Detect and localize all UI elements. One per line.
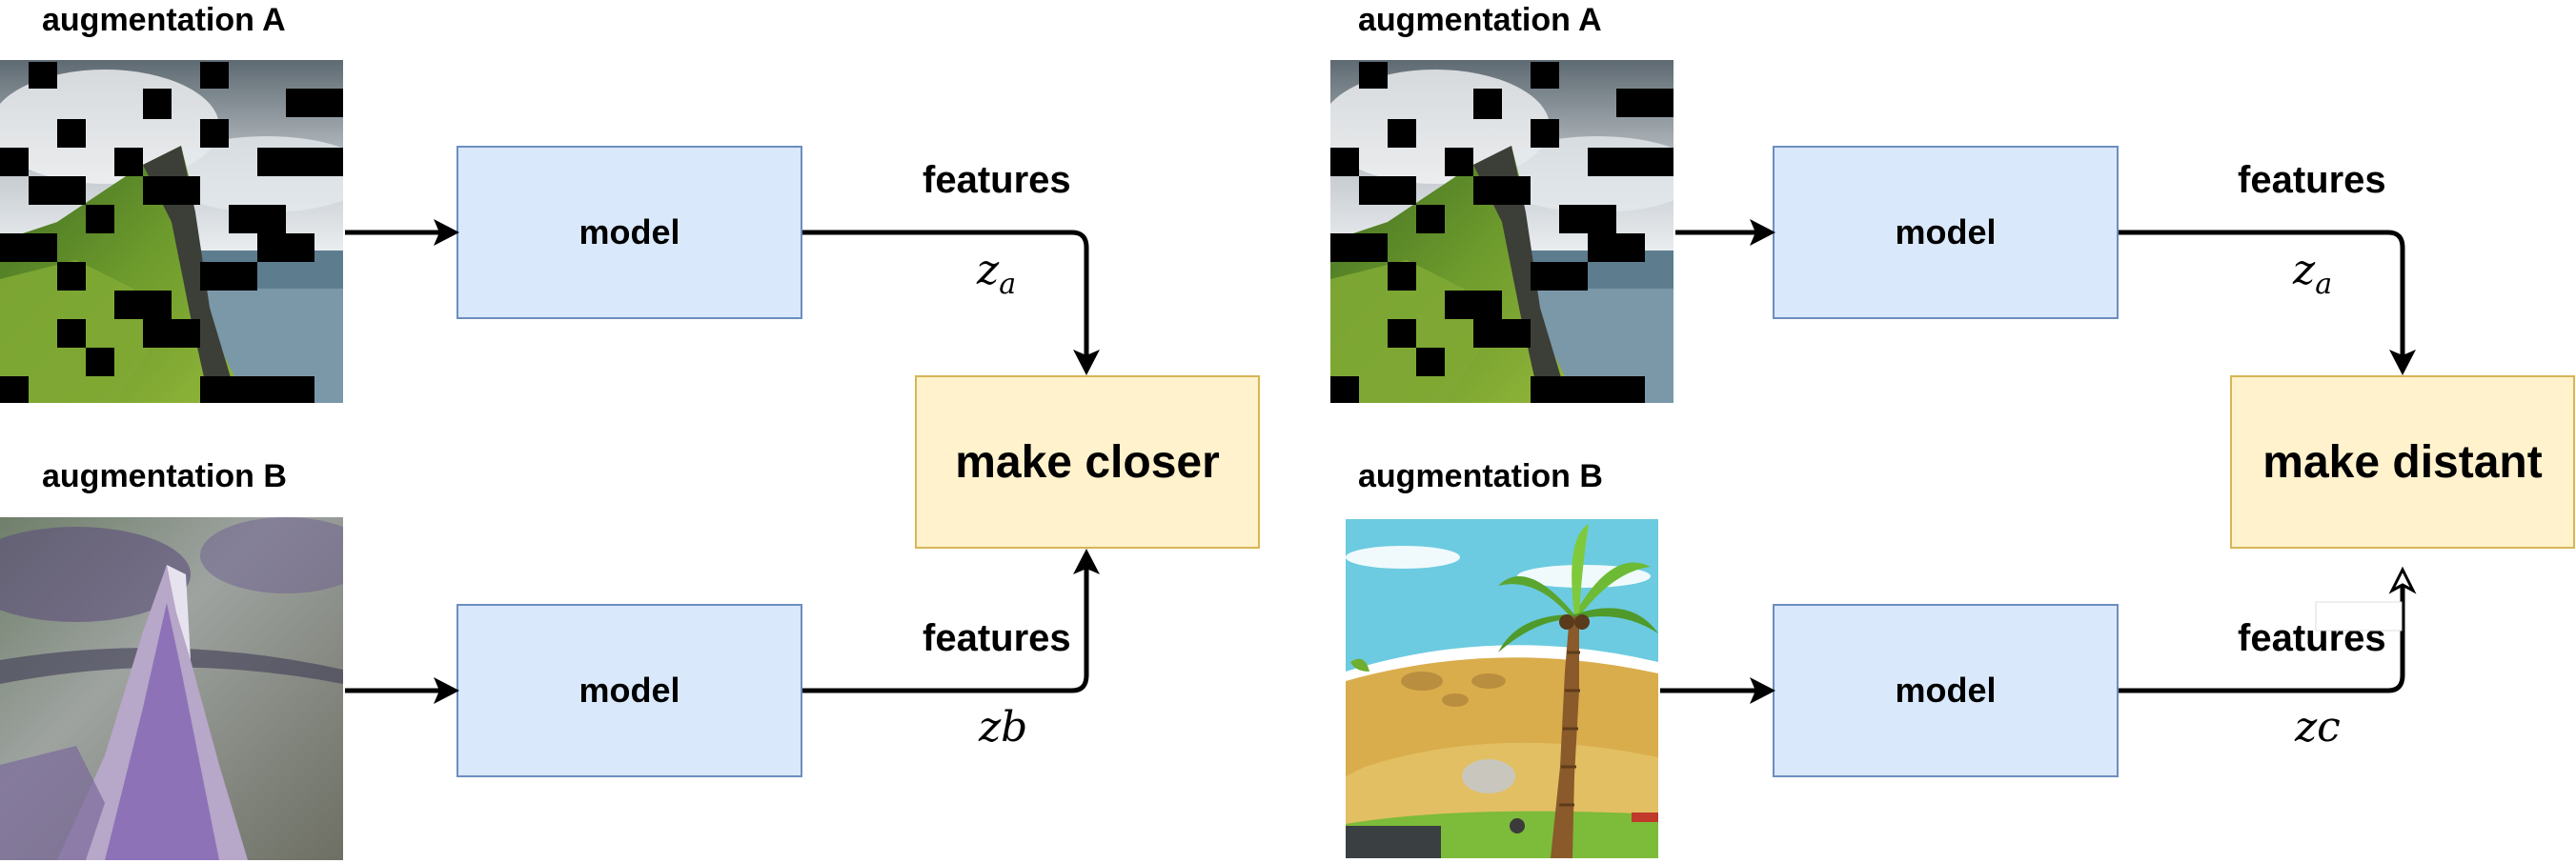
left-arrowhead-top-result — [1073, 350, 1100, 375]
right-make-distant-box: make distant — [2230, 375, 2575, 549]
left-augmentation-b-image — [0, 517, 343, 860]
left-z-b-label: zb — [979, 703, 1028, 752]
right-features-bottom-label: features — [2238, 617, 2386, 659]
left-make-closer-box: make closer — [915, 375, 1260, 549]
left-augmentation-a-image — [0, 60, 343, 403]
left-model-bottom-label: model — [578, 671, 680, 710]
right-model-bottom-box: model — [1773, 604, 2119, 777]
right-model-bottom-label: model — [1895, 671, 1997, 710]
right-features-top-label: features — [2238, 159, 2386, 201]
left-arrowhead-aug-a — [434, 219, 459, 246]
left-arrow-top-features-to-result — [802, 230, 1089, 364]
right-augmentation-b-image — [1346, 519, 1658, 858]
right-augmentation-a-image — [1330, 60, 1673, 403]
left-features-bottom-label: features — [923, 617, 1071, 659]
right-augmentation-b-label: augmentation B — [1358, 458, 1603, 494]
right-arrowhead-aug-b — [1750, 677, 1775, 704]
right-arrowhead-aug-a — [1750, 219, 1775, 246]
right-augmentation-a-label: augmentation A — [1358, 2, 1602, 38]
left-z-a-label: za — [977, 246, 1017, 301]
right-model-top-label: model — [1895, 212, 1997, 251]
right-z-c-label: zc — [2295, 703, 2341, 752]
left-augmentation-a-label: augmentation A — [42, 2, 286, 38]
right-model-top-box: model — [1773, 146, 2119, 319]
left-model-top-label: model — [578, 212, 680, 251]
left-make-closer-label: make closer — [955, 436, 1220, 488]
right-z-a-label: za — [2293, 246, 2333, 301]
left-model-top-box: model — [456, 146, 802, 319]
right-arrowhead-bottom-result — [2388, 566, 2417, 594]
left-arrowhead-bottom-result — [1073, 549, 1100, 574]
left-features-top-label: features — [923, 159, 1071, 201]
left-model-bottom-box: model — [456, 604, 802, 777]
right-arrowhead-top-result — [2389, 350, 2416, 375]
right-make-distant-label: make distant — [2262, 436, 2543, 488]
right-arrow-top-features-to-result — [2119, 230, 2405, 364]
left-augmentation-b-label: augmentation B — [42, 458, 287, 494]
left-arrowhead-aug-b — [434, 677, 459, 704]
